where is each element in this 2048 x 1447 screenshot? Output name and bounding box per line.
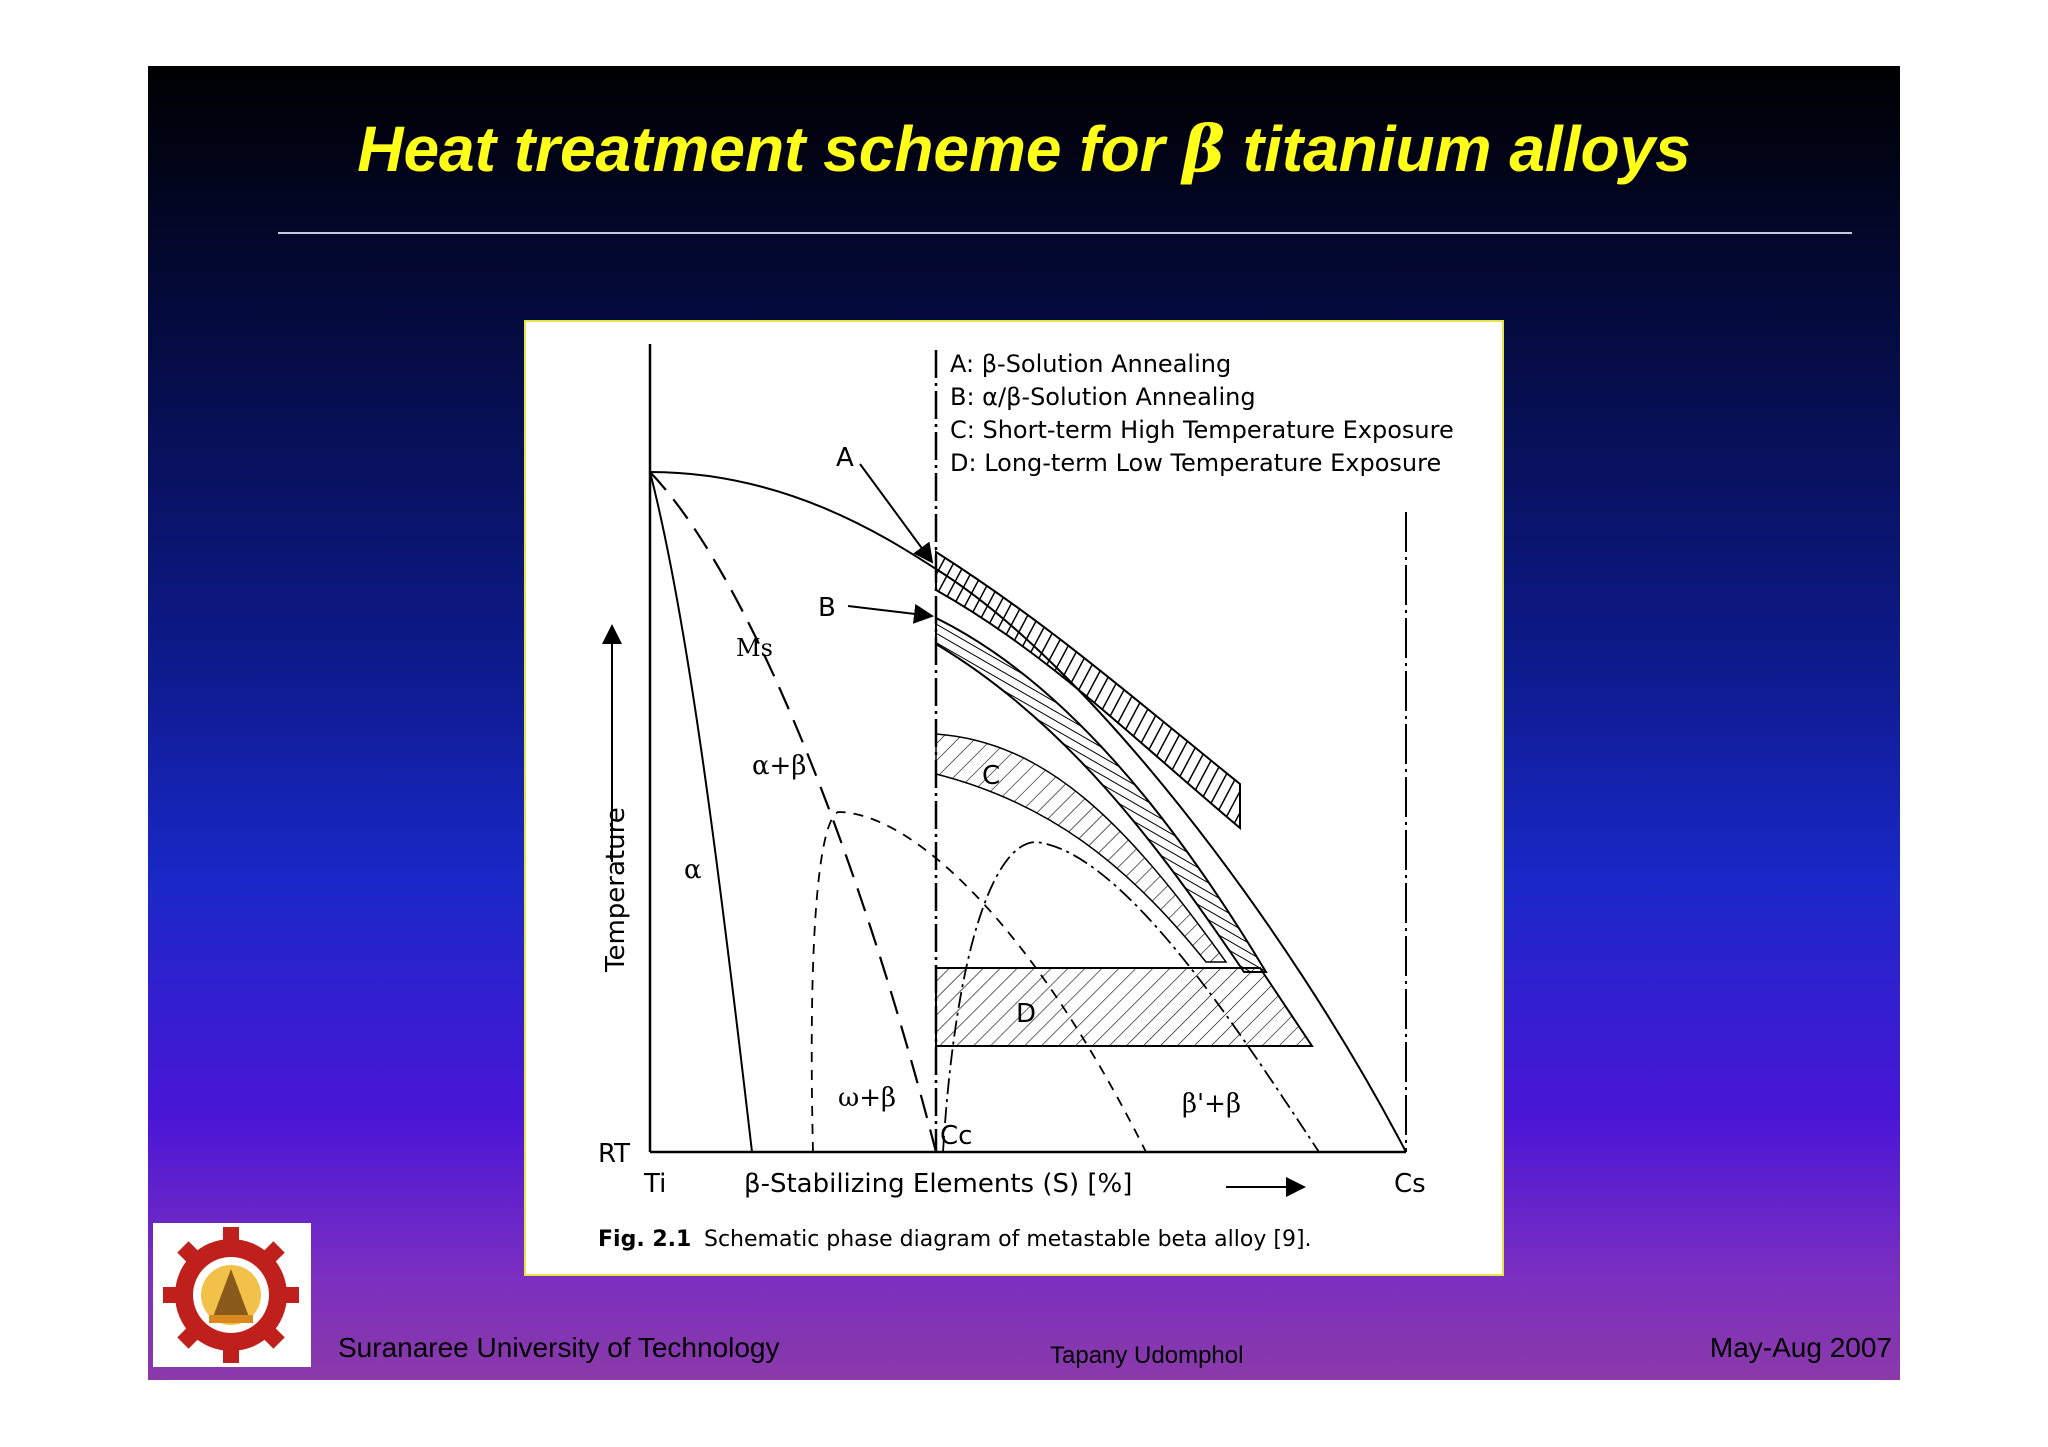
- title-divider: [278, 232, 1852, 234]
- alpha-solvus-curve: [649, 471, 753, 1153]
- arrow-b: [847, 603, 934, 624]
- ti-label: Ti: [643, 1169, 666, 1199]
- legend-c: C: Short-term High Temperature Exposure: [950, 416, 1454, 444]
- legend-b: B: α/β-Solution Annealing: [950, 383, 1256, 411]
- title-text: Heat treatment scheme for: [357, 113, 1165, 185]
- footer-university: Suranaree University of Technology: [338, 1332, 780, 1363]
- label-ms: Ms: [736, 634, 773, 662]
- footer-date: May-Aug 2007: [1709, 1332, 1892, 1363]
- region-a-band: [935, 550, 1241, 831]
- cs-label: Cs: [1394, 1169, 1426, 1199]
- caption-label: Fig. 2.1: [598, 1227, 691, 1252]
- beta-transus-curve: [649, 471, 1407, 1153]
- university-logo: [153, 1223, 311, 1367]
- label-omega-beta: ω+β: [838, 1083, 896, 1113]
- y-axis-label: Temperature: [601, 807, 631, 973]
- label-alpha: α: [684, 855, 702, 885]
- label-c: C: [982, 761, 1000, 791]
- footer-author: Tapany Udomphol: [1050, 1342, 1244, 1369]
- region-c-band: [935, 733, 1228, 963]
- label-d: D: [1016, 999, 1036, 1029]
- slide: Heat treatment scheme for β titanium all…: [148, 66, 1900, 1380]
- ms-curve: [649, 471, 938, 1153]
- phase-diagram: A: β-Solution Annealing B: α/β-Solution …: [598, 344, 1454, 1252]
- caption-text: Schematic phase diagram of metastable be…: [704, 1227, 1312, 1252]
- label-betaprime-beta: β'+β: [1182, 1089, 1241, 1119]
- phase-diagram-figure: A: β-Solution Annealing B: α/β-Solution …: [524, 320, 1504, 1276]
- legend-d: D: Long-term Low Temperature Exposure: [950, 449, 1441, 477]
- label-a: A: [836, 443, 854, 473]
- region-d-rect: [935, 967, 1314, 1047]
- label-cc: Cc: [940, 1121, 972, 1151]
- title-text-end: titanium alloys: [1242, 113, 1691, 185]
- legend-a: A: β-Solution Annealing: [950, 350, 1231, 378]
- slide-title: Heat treatment scheme for β titanium all…: [148, 112, 1900, 187]
- title-beta-symbol: β: [1182, 112, 1225, 187]
- x-axis-label: β-Stabilizing Elements (S) [%]: [744, 1169, 1132, 1199]
- label-b: B: [818, 593, 836, 623]
- label-alpha-beta: α+β: [752, 751, 806, 781]
- rt-label: RT: [598, 1139, 630, 1169]
- arrow-a: [859, 463, 934, 564]
